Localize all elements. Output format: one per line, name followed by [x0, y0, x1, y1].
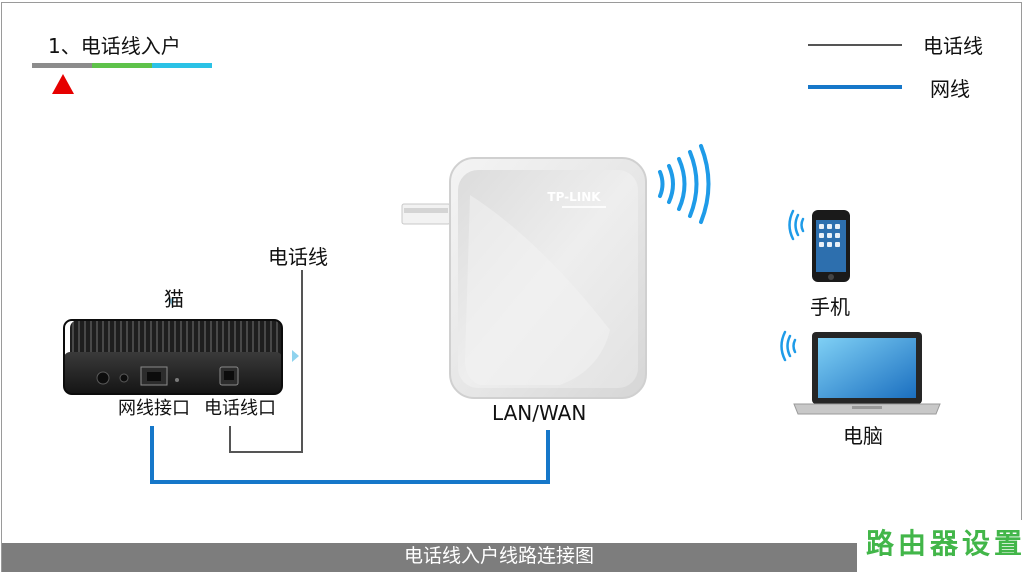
modem-icon [63, 319, 283, 395]
mobile-phone-icon [812, 210, 850, 282]
phone-line-cable [229, 270, 303, 453]
progress-segment-1 [32, 63, 92, 68]
computer-label: 电脑 [843, 424, 883, 448]
network-cable [150, 426, 550, 484]
router-wifi-icon [658, 144, 711, 224]
legend-network-cable-swatch [808, 85, 902, 89]
mobile-wifi-icon [788, 209, 805, 241]
current-step-marker-icon [52, 74, 74, 94]
mobile-label: 手机 [810, 295, 850, 319]
laptop-wifi-icon [780, 330, 797, 362]
footer-caption: 电话线入户线路连接图 [404, 545, 595, 567]
legend-phone-line-label: 电话线 [923, 34, 983, 58]
watermark-logo: 路由器设置 [866, 527, 1025, 560]
phone-cable-label: 电话线 [268, 245, 328, 269]
progress-segment-2 [92, 63, 152, 68]
router-brand-text: TP-LINK [547, 190, 601, 204]
tp-link-router-icon: TP-LINK [401, 157, 647, 399]
footer-bar [2, 543, 857, 572]
step-title: 1、电话线入户 [48, 34, 181, 58]
legend-phone-line-swatch [808, 44, 902, 46]
watermark-box [857, 520, 1023, 572]
legend-network-cable-label: 网线 [930, 77, 970, 101]
laptop-computer-icon [793, 332, 941, 415]
progress-segment-3 [152, 63, 212, 68]
modem-phone-port-label: 电话线口 [204, 398, 276, 419]
router-port-label: LAN/WAN [492, 401, 587, 425]
step-progress-bar [32, 63, 212, 68]
modem-label: 猫 [164, 287, 184, 311]
modem-network-port-label: 网线接口 [118, 398, 190, 419]
